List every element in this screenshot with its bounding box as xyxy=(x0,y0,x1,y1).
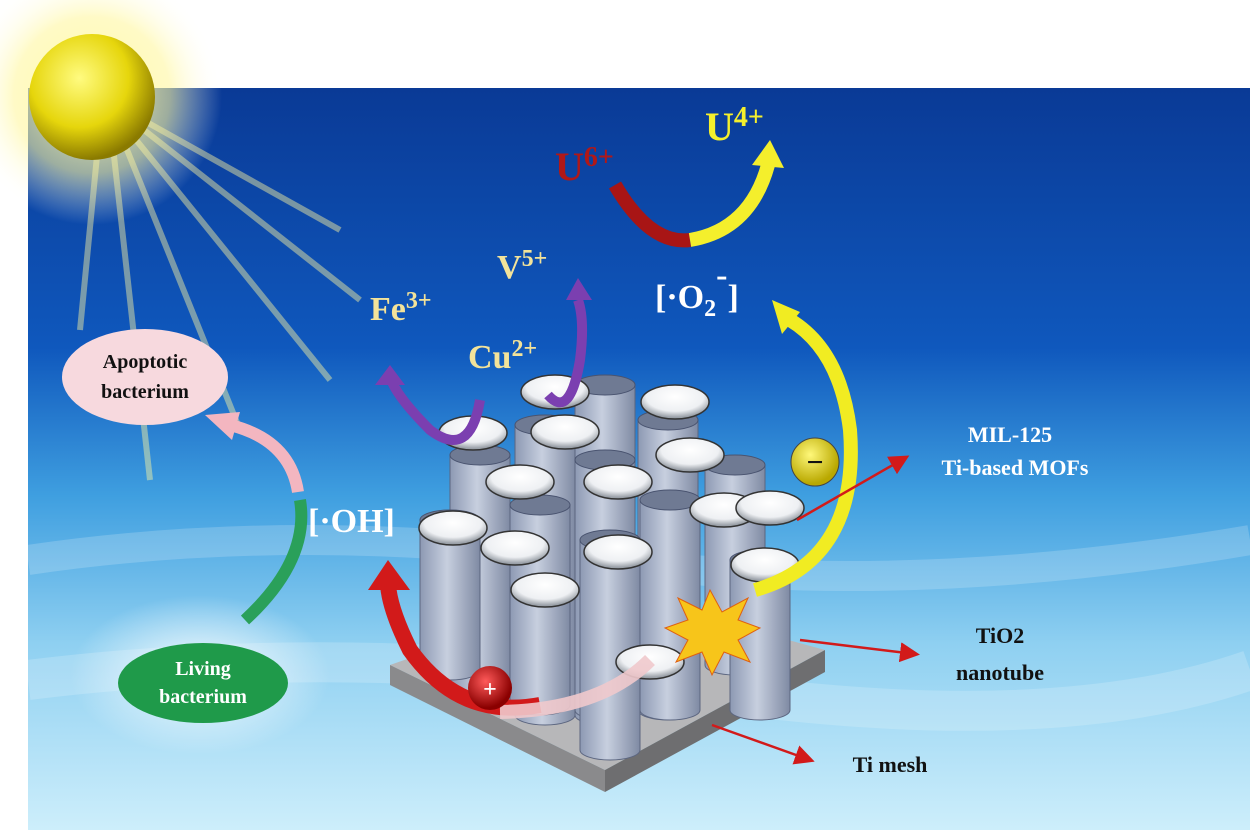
mof-particle xyxy=(418,510,488,546)
mof-pointer-arrow xyxy=(796,455,910,522)
mof-particle xyxy=(735,490,805,526)
mof-particle xyxy=(655,437,725,473)
arrowhead-o2 xyxy=(772,300,800,334)
mof-label-2: Ti-based MOFs xyxy=(942,455,1089,480)
fe-purple-arrow xyxy=(387,379,485,445)
mof-particle xyxy=(510,572,580,608)
superoxide-label: [·O2-] xyxy=(655,257,739,322)
tio2-pointer-arrow xyxy=(799,638,920,663)
arrowhead-v xyxy=(566,278,592,300)
living-bacterium-cell xyxy=(118,643,288,723)
living-to-oh-arrow xyxy=(240,499,308,625)
mof-label-1: MIL-125 xyxy=(968,422,1052,447)
oh-to-apoptotic-arrow xyxy=(228,419,304,494)
ti-mesh-slab-left xyxy=(390,665,605,792)
v-purple-arrow xyxy=(544,298,588,408)
u6-label: U6+ xyxy=(555,142,614,189)
mof-particle xyxy=(480,530,550,566)
arrowhead-apoptotic xyxy=(205,412,240,440)
apoptotic-bacterium-label-2: bacterium xyxy=(101,381,189,403)
living-bacterium-label-2: bacterium xyxy=(159,686,247,708)
fe3-label: Fe3+ xyxy=(370,288,432,328)
mof-particle xyxy=(583,464,653,500)
nanotube xyxy=(579,539,641,761)
hole-sign: + xyxy=(483,677,497,703)
mof-particle xyxy=(485,464,555,500)
u4-reduction-arrow xyxy=(688,163,775,247)
electron-sign: − xyxy=(806,446,823,479)
tio2-label-1: TiO2 xyxy=(976,623,1025,648)
arrowhead-oh xyxy=(368,560,410,590)
mesh-pointer-arrow xyxy=(711,723,815,765)
arrowhead-fe xyxy=(375,365,405,385)
cu2-label: Cu2+ xyxy=(468,336,537,376)
mof-particle xyxy=(530,414,600,450)
mof-particle xyxy=(583,534,653,570)
u4-label: U4+ xyxy=(705,102,764,149)
mof-particle xyxy=(640,384,710,420)
living-bacterium-label-1: Living xyxy=(175,658,231,680)
tio2-label-2: nanotube xyxy=(956,660,1044,685)
tio2-nanotube-array xyxy=(418,374,805,761)
electron-icon xyxy=(790,437,840,487)
arrowhead-u4 xyxy=(752,140,784,168)
ti-mesh-label: Ti mesh xyxy=(853,752,928,777)
hydroxyl-radical-label: [·OH] xyxy=(308,503,395,540)
hole-pathway-arrow xyxy=(499,654,655,719)
apoptotic-bacterium-cell xyxy=(62,329,228,425)
sun-icon xyxy=(29,34,155,160)
hole-icon xyxy=(468,666,512,710)
v5-label: V5+ xyxy=(497,246,547,286)
apoptotic-bacterium-label-1: Apoptotic xyxy=(103,351,188,373)
u6-reduction-arrow xyxy=(608,181,691,248)
electron-to-o2-arrow xyxy=(753,313,858,597)
light-excitation-burst-icon xyxy=(663,588,762,677)
